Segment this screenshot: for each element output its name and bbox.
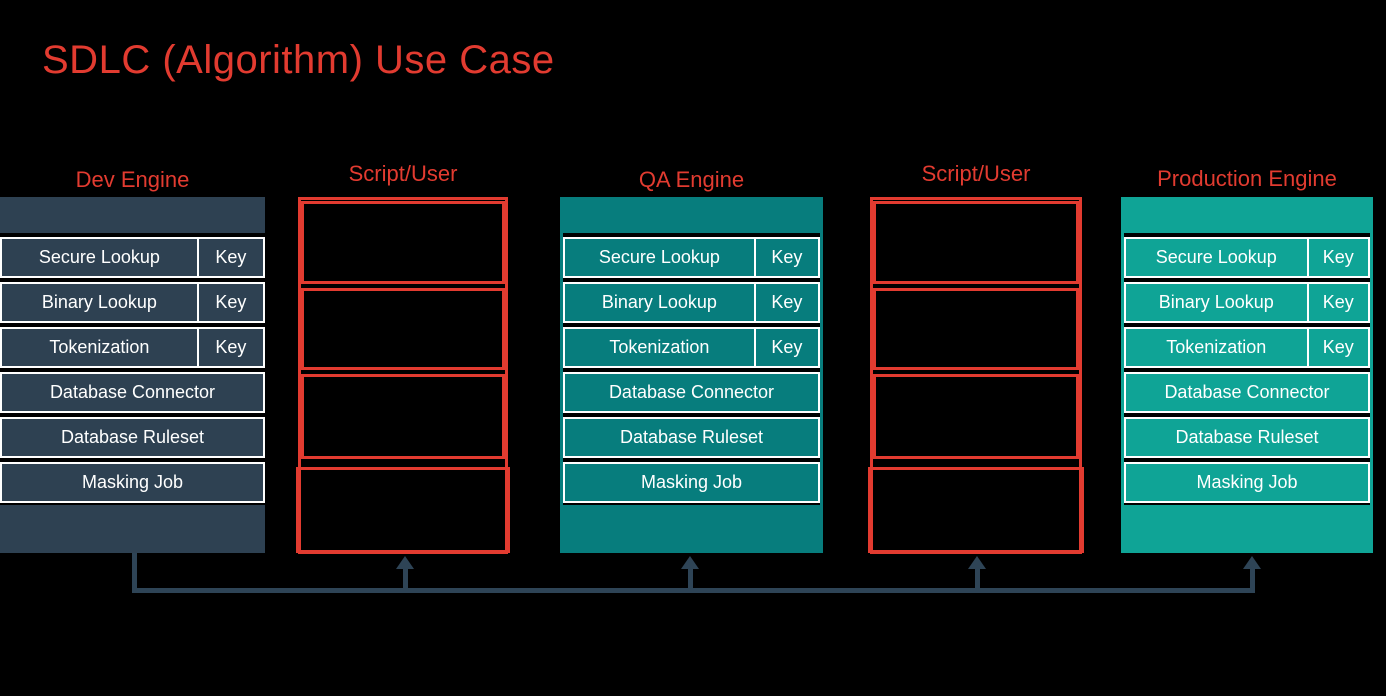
table-row: Tokenization Key (0, 327, 265, 368)
script-user-box (301, 288, 505, 370)
qa-engine-column: Secure Lookup Key Binary Lookup Key Toke… (560, 197, 823, 553)
connector-drop-line (132, 553, 137, 592)
row-label: Secure Lookup (563, 237, 756, 278)
production-engine-header: Production Engine (1157, 166, 1337, 191)
arrow-stem (1250, 567, 1255, 591)
row-key: Key (755, 327, 820, 368)
script-user-box (296, 467, 510, 553)
row-label: Database Ruleset (0, 417, 265, 458)
row-label: Binary Lookup (563, 282, 756, 323)
row-key: Key (1308, 237, 1370, 278)
table-row: Masking Job (1124, 462, 1370, 503)
row-key: Key (198, 327, 265, 368)
qa-engine-header: QA Engine (638, 167, 745, 192)
row-label: Secure Lookup (1124, 237, 1309, 278)
script-user-box (301, 201, 505, 284)
row-key: Key (1308, 327, 1370, 368)
script-user-header-2: Script/User (921, 161, 1031, 186)
table-row: Tokenization Key (1124, 327, 1370, 368)
script-user-header-1: Script/User (348, 161, 458, 186)
up-arrow-icon (396, 556, 414, 569)
row-label: Database Connector (0, 372, 265, 413)
row-label: Database Connector (1124, 372, 1370, 413)
qa-engine-rows: Secure Lookup Key Binary Lookup Key Toke… (563, 233, 820, 505)
row-key: Key (755, 237, 820, 278)
production-engine-column: Secure Lookup Key Binary Lookup Key Toke… (1121, 197, 1373, 553)
table-row: Binary Lookup Key (0, 282, 265, 323)
table-row: Binary Lookup Key (1124, 282, 1370, 323)
script-user-box (301, 374, 505, 459)
table-row: Database Ruleset (563, 417, 820, 458)
table-row: Database Ruleset (1124, 417, 1370, 458)
row-label: Binary Lookup (0, 282, 199, 323)
script-user-box (868, 467, 1084, 553)
row-label: Database Connector (563, 372, 820, 413)
dev-engine-rows: Secure Lookup Key Binary Lookup Key Toke… (0, 233, 265, 505)
row-label: Masking Job (1124, 462, 1370, 503)
row-label: Masking Job (0, 462, 265, 503)
connector-horizontal-line (132, 588, 1255, 593)
up-arrow-icon (968, 556, 986, 569)
table-row: Database Connector (0, 372, 265, 413)
arrow-stem (975, 567, 980, 591)
script-user-box (873, 374, 1079, 459)
row-key: Key (198, 237, 265, 278)
row-label: Secure Lookup (0, 237, 199, 278)
row-key: Key (755, 282, 820, 323)
table-row: Secure Lookup Key (1124, 237, 1370, 278)
row-label: Binary Lookup (1124, 282, 1309, 323)
row-label: Masking Job (563, 462, 820, 503)
up-arrow-icon (1243, 556, 1261, 569)
table-row: Masking Job (563, 462, 820, 503)
table-row: Tokenization Key (563, 327, 820, 368)
script-user-column-2 (868, 197, 1084, 554)
script-user-column-1 (296, 197, 510, 554)
table-row: Masking Job (0, 462, 265, 503)
arrow-stem (403, 567, 408, 591)
arrow-stem (688, 567, 693, 591)
row-label: Database Ruleset (563, 417, 820, 458)
table-row: Database Connector (563, 372, 820, 413)
row-key: Key (198, 282, 265, 323)
script-user-box (873, 288, 1079, 370)
page-title: SDLC (Algorithm) Use Case (42, 38, 555, 82)
table-row: Database Connector (1124, 372, 1370, 413)
row-label: Tokenization (1124, 327, 1309, 368)
dev-engine-header: Dev Engine (75, 167, 190, 192)
row-label: Tokenization (0, 327, 199, 368)
table-row: Secure Lookup Key (563, 237, 820, 278)
dev-engine-column: Secure Lookup Key Binary Lookup Key Toke… (0, 197, 265, 553)
up-arrow-icon (681, 556, 699, 569)
row-key: Key (1308, 282, 1370, 323)
row-label: Tokenization (563, 327, 756, 368)
row-label: Database Ruleset (1124, 417, 1370, 458)
script-user-box (873, 201, 1079, 284)
table-row: Database Ruleset (0, 417, 265, 458)
table-row: Binary Lookup Key (563, 282, 820, 323)
table-row: Secure Lookup Key (0, 237, 265, 278)
production-engine-rows: Secure Lookup Key Binary Lookup Key Toke… (1124, 233, 1370, 505)
